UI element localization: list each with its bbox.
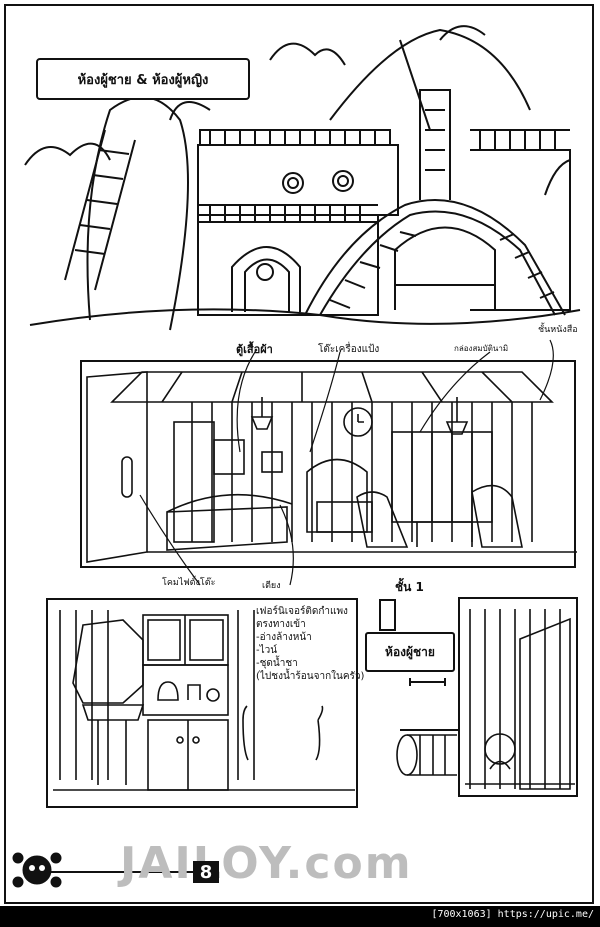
image-size-footer: [700x1063] https://upic.me/ <box>431 909 594 920</box>
sign-text: ห้องผู้ชาย <box>385 644 435 659</box>
banner-text: ห้องผู้ชาย & ห้องผู้หญิง <box>77 72 209 88</box>
label-bed: เตียง <box>262 581 281 591</box>
label-lamp: โคมไฟตั้งโต๊ะ <box>162 578 216 588</box>
callout-lines <box>139 339 554 586</box>
wall-furniture-panel <box>46 598 358 808</box>
label-treasure-box: กล่องสมบัตินามิ <box>454 344 509 353</box>
floor-label: ชั้น 1 <box>395 580 424 594</box>
note-line: เฟอร์นิเจอร์ติดกำแพง <box>256 606 348 617</box>
ship-exterior-sketch <box>24 25 581 331</box>
page-border <box>4 4 594 904</box>
page-number: 8 <box>193 861 219 883</box>
note-line: ตรงทางเข้า <box>256 619 306 630</box>
label-wardrobe: ตู้เสื้อผ้า <box>236 343 273 356</box>
wall-furniture-sketch <box>53 610 355 791</box>
note-line: (ไปชงน้ำร้อนจากในครัว) <box>256 671 365 682</box>
label-bookshelf: ชั้นหนังสือ <box>538 325 578 335</box>
label-vanity: โต๊ะเครื่องแป้ง <box>318 344 380 355</box>
footer-divider <box>48 871 193 873</box>
skull-logo-icon <box>12 852 62 888</box>
note-line: -ไวน์ <box>256 645 278 656</box>
note-line: -อ่างล้างหน้า <box>256 632 312 643</box>
mens-room-sketch <box>465 609 575 790</box>
location-title-banner: ห้องผู้ชาย & ห้องผู้หญิง <box>36 58 250 100</box>
wall-furniture-note: เฟอร์นิเจอร์ติดกำแพง ตรงทางเข้า -อ่างล้า… <box>256 605 365 683</box>
footer-bar <box>0 906 600 927</box>
note-line: -ชุดน้ำชา <box>256 658 298 669</box>
room-interior-sketch <box>86 371 577 563</box>
mens-room-panel <box>458 597 578 797</box>
watermark: JAILOY.com <box>120 838 413 889</box>
pipe-sketch <box>396 734 457 776</box>
mens-room-sign: ห้องผู้ชาย <box>365 632 455 672</box>
